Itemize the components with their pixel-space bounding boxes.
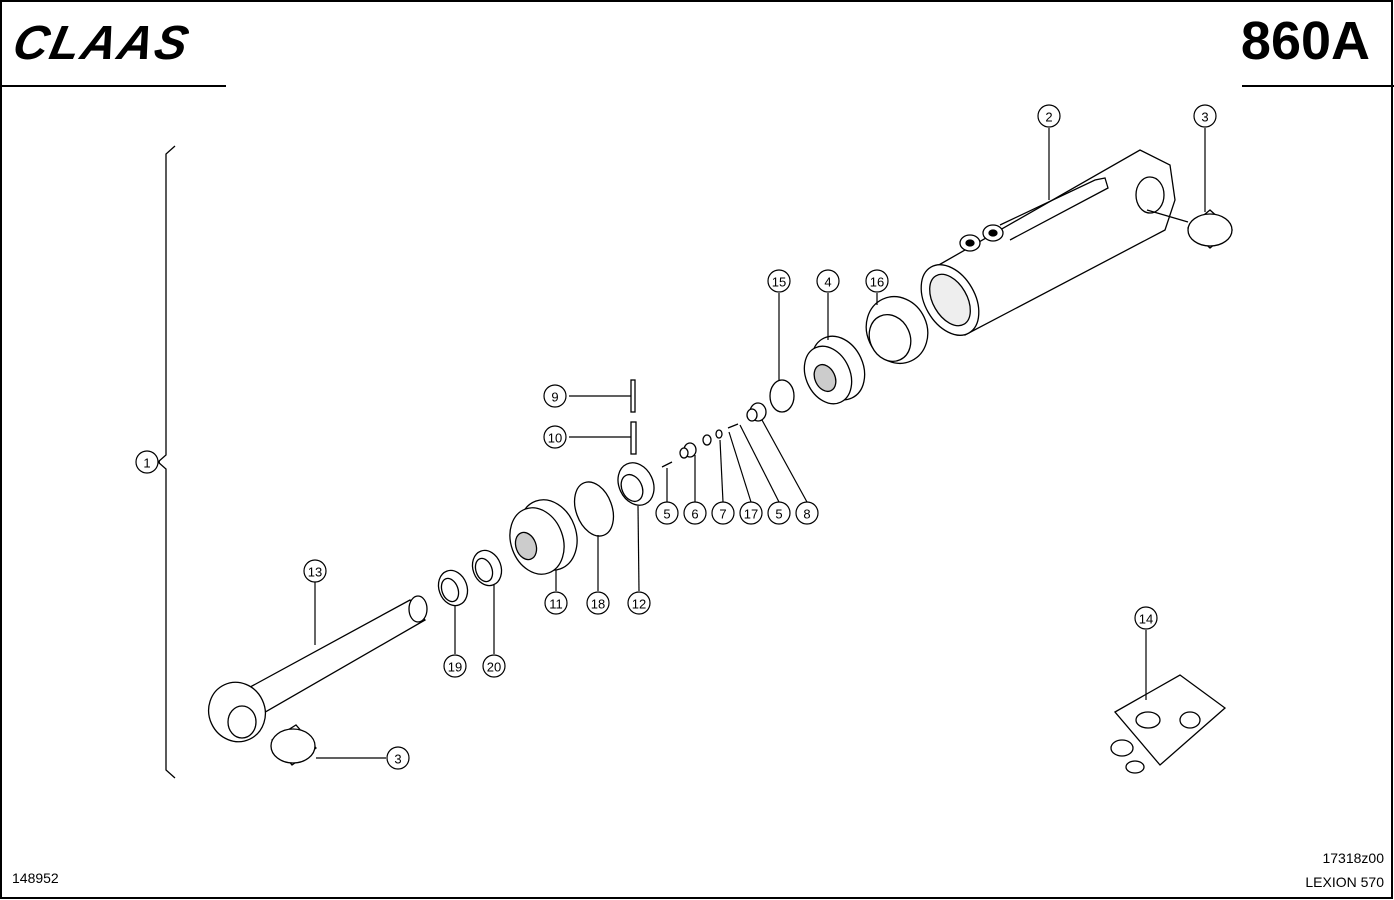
callout-markers <box>135 104 1217 770</box>
page-code: 860A <box>1240 11 1370 71</box>
callout-label: 3 <box>394 752 401 767</box>
callout-5-b <box>767 501 791 525</box>
callout-label: 15 <box>772 275 786 290</box>
callout-1 <box>135 450 159 474</box>
callout-label: 13 <box>308 565 322 580</box>
part-seal-kit <box>1110 674 1227 774</box>
callout-15 <box>767 269 791 293</box>
callout-labels: 1 2 3 3 4 5 5 6 7 8 9 10 11 12 13 14 15 … <box>143 110 1208 767</box>
model-name: LEXION 570 <box>1305 874 1384 890</box>
part-cylinder-barrel <box>920 149 1176 336</box>
callout-label: 2 <box>1045 110 1052 125</box>
callout-label: 19 <box>448 660 462 675</box>
callout-label: 11 <box>549 597 563 612</box>
callout-label: 3 <box>1201 110 1208 125</box>
part-piston <box>509 499 578 575</box>
callout-label: 16 <box>870 275 884 290</box>
callout-label: 10 <box>548 431 562 446</box>
part-bush-upper <box>1187 209 1233 249</box>
callout-label: 4 <box>824 275 831 290</box>
callout-label: 8 <box>803 507 810 522</box>
callout-2 <box>1037 104 1061 128</box>
callout-19 <box>443 654 467 678</box>
part-bush-lower <box>270 724 317 766</box>
part-ring-20 <box>471 549 503 587</box>
callout-17 <box>739 501 763 525</box>
part-piston-rod <box>207 595 428 743</box>
callout-7 <box>711 501 735 525</box>
callout-12 <box>627 591 651 615</box>
callout-label: 9 <box>551 390 558 405</box>
callout-10 <box>543 425 567 449</box>
callout-3-lower <box>386 746 410 770</box>
leader-lines <box>158 128 1206 759</box>
exploded-parts <box>207 149 1233 774</box>
figure-number: 148952 <box>12 870 59 886</box>
callout-label: 6 <box>691 507 698 522</box>
callout-4 <box>816 269 840 293</box>
callout-label: 5 <box>663 507 670 522</box>
callout-20 <box>482 654 506 678</box>
part-o-ring-15 <box>769 379 795 413</box>
part-cylinder-head <box>803 335 866 405</box>
callout-6 <box>683 501 707 525</box>
callout-label: 20 <box>487 660 501 675</box>
callout-label: 7 <box>719 507 726 522</box>
part-o-ring-18 <box>573 481 615 537</box>
part-ring-19 <box>437 569 469 607</box>
brand-logo: CLAAS <box>8 17 196 70</box>
callout-label: 1 <box>143 456 150 471</box>
callout-label: 14 <box>1139 612 1153 627</box>
callout-8 <box>795 501 819 525</box>
callout-label: 12 <box>632 597 646 612</box>
callout-9 <box>543 384 567 408</box>
part-piston-guide <box>617 462 655 506</box>
callout-11 <box>544 591 568 615</box>
callout-14 <box>1134 606 1158 630</box>
callout-label: 5 <box>775 507 782 522</box>
callout-label: 17 <box>744 507 758 522</box>
part-piston-nut <box>746 402 767 422</box>
assembly-bracket <box>157 145 176 779</box>
part-pin-9 <box>630 379 636 413</box>
part-guide-ring <box>865 296 929 364</box>
callout-13 <box>303 559 327 583</box>
drawing-number: 17318z00 <box>1322 850 1384 866</box>
callout-18 <box>586 591 610 615</box>
callout-3-upper <box>1193 104 1217 128</box>
callout-5-a <box>655 501 679 525</box>
part-pin-10 <box>630 421 637 455</box>
callout-16 <box>865 269 889 293</box>
callout-label: 18 <box>591 597 605 612</box>
